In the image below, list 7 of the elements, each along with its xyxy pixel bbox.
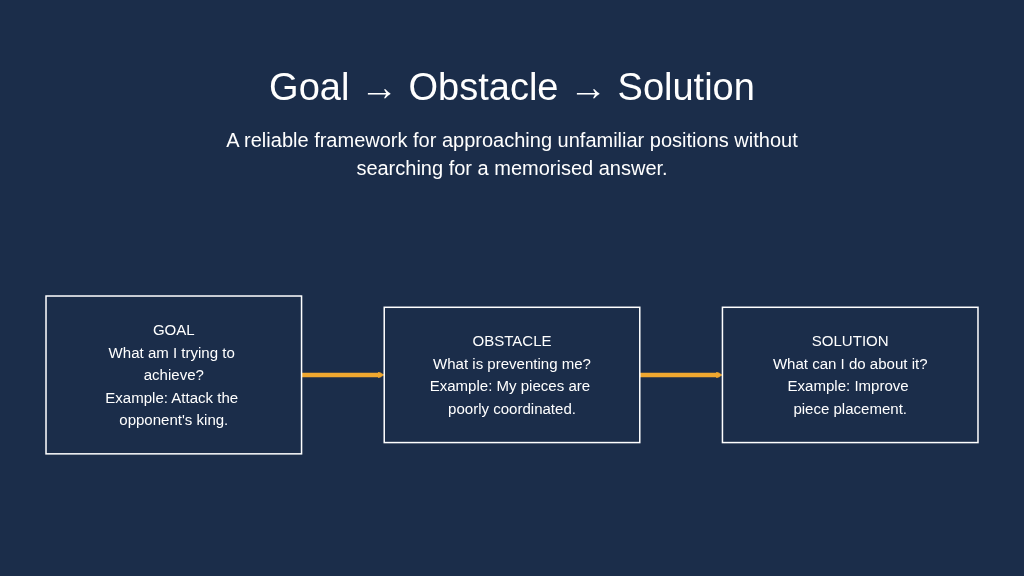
title: Goal → Obstacle → Solution xyxy=(268,66,756,109)
node-box: OBSTACLE What is preventing me? Example: My pieces are poorly coordinated. xyxy=(383,306,641,444)
node-box: GOAL What am I trying to achieve? Example: Attack the opponent's king. xyxy=(45,295,303,455)
arrow xyxy=(301,371,385,379)
subtitle: A reliable framework for approaching unfamiliar positions without searching for a memorised answer. xyxy=(225,128,799,181)
node-box: SOLUTION What can I do about it? Example: Improve piece placement. xyxy=(721,306,979,444)
arrow xyxy=(639,371,723,379)
